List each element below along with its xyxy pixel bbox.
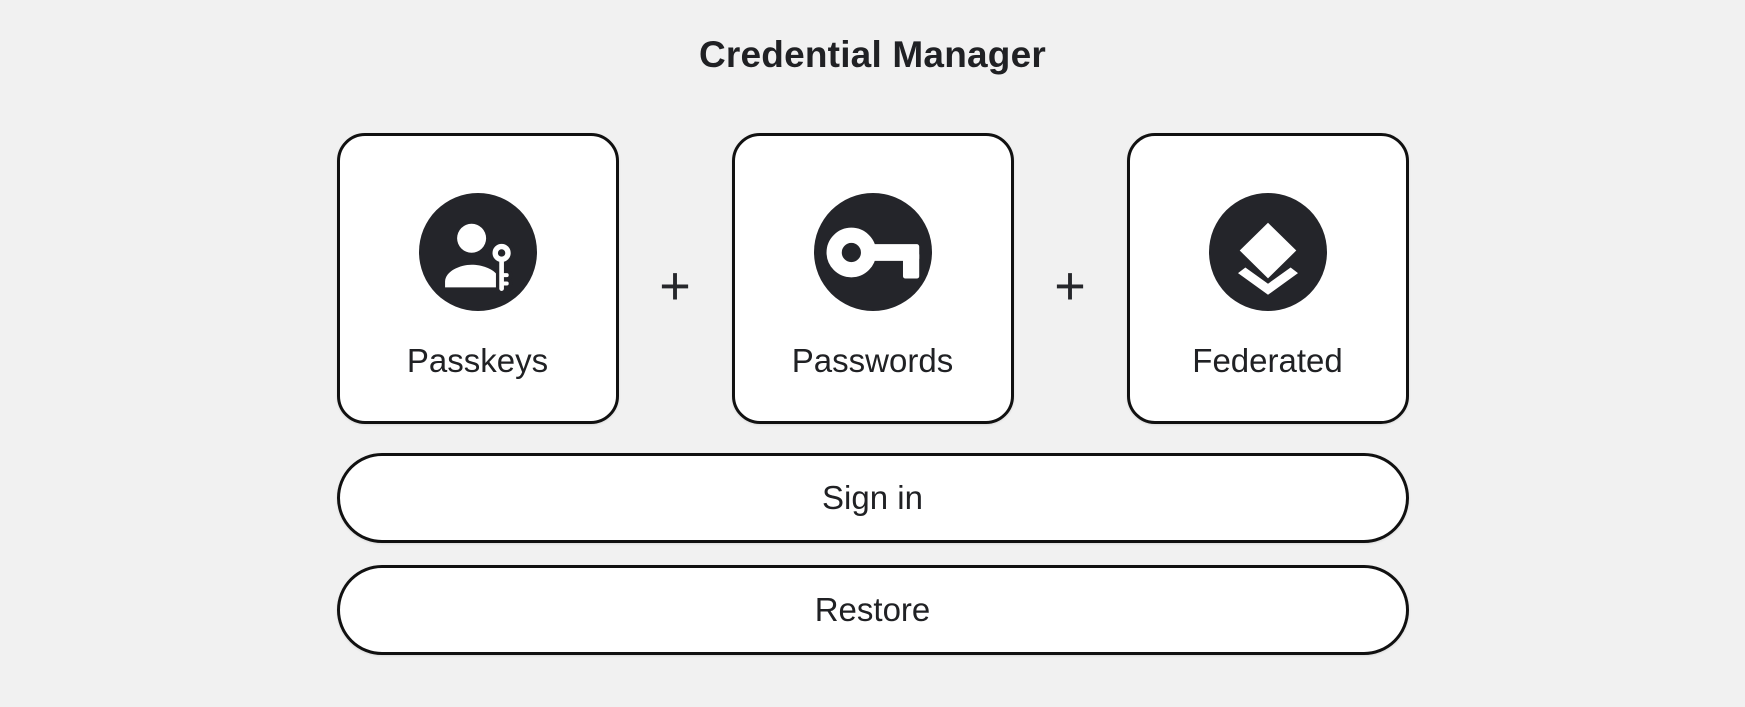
plus-icon: + — [659, 255, 691, 316]
passwords-icon-circle — [813, 193, 932, 311]
layers-icon — [1237, 222, 1298, 295]
federated-label: Federated — [1192, 342, 1343, 379]
passkeys-icon-circle — [418, 193, 537, 311]
sign-in-button[interactable]: Sign in — [336, 453, 1409, 543]
federated-icon-circle — [1208, 193, 1327, 311]
page-title: Credential Manager — [699, 34, 1046, 75]
passkey-person-key-icon — [444, 223, 514, 295]
restore-button[interactable]: Restore — [336, 565, 1409, 655]
plus-icon: + — [1054, 255, 1086, 316]
passkeys-card: Passkeys — [336, 133, 619, 424]
key-icon — [826, 227, 919, 279]
passwords-card: Passwords — [731, 133, 1014, 424]
credential-types-row: Passkeys + Passwords + Federated — [336, 133, 1409, 424]
passwords-label: Passwords — [791, 342, 954, 379]
passkeys-label: Passkeys — [406, 342, 549, 379]
federated-card: Federated — [1126, 133, 1409, 424]
